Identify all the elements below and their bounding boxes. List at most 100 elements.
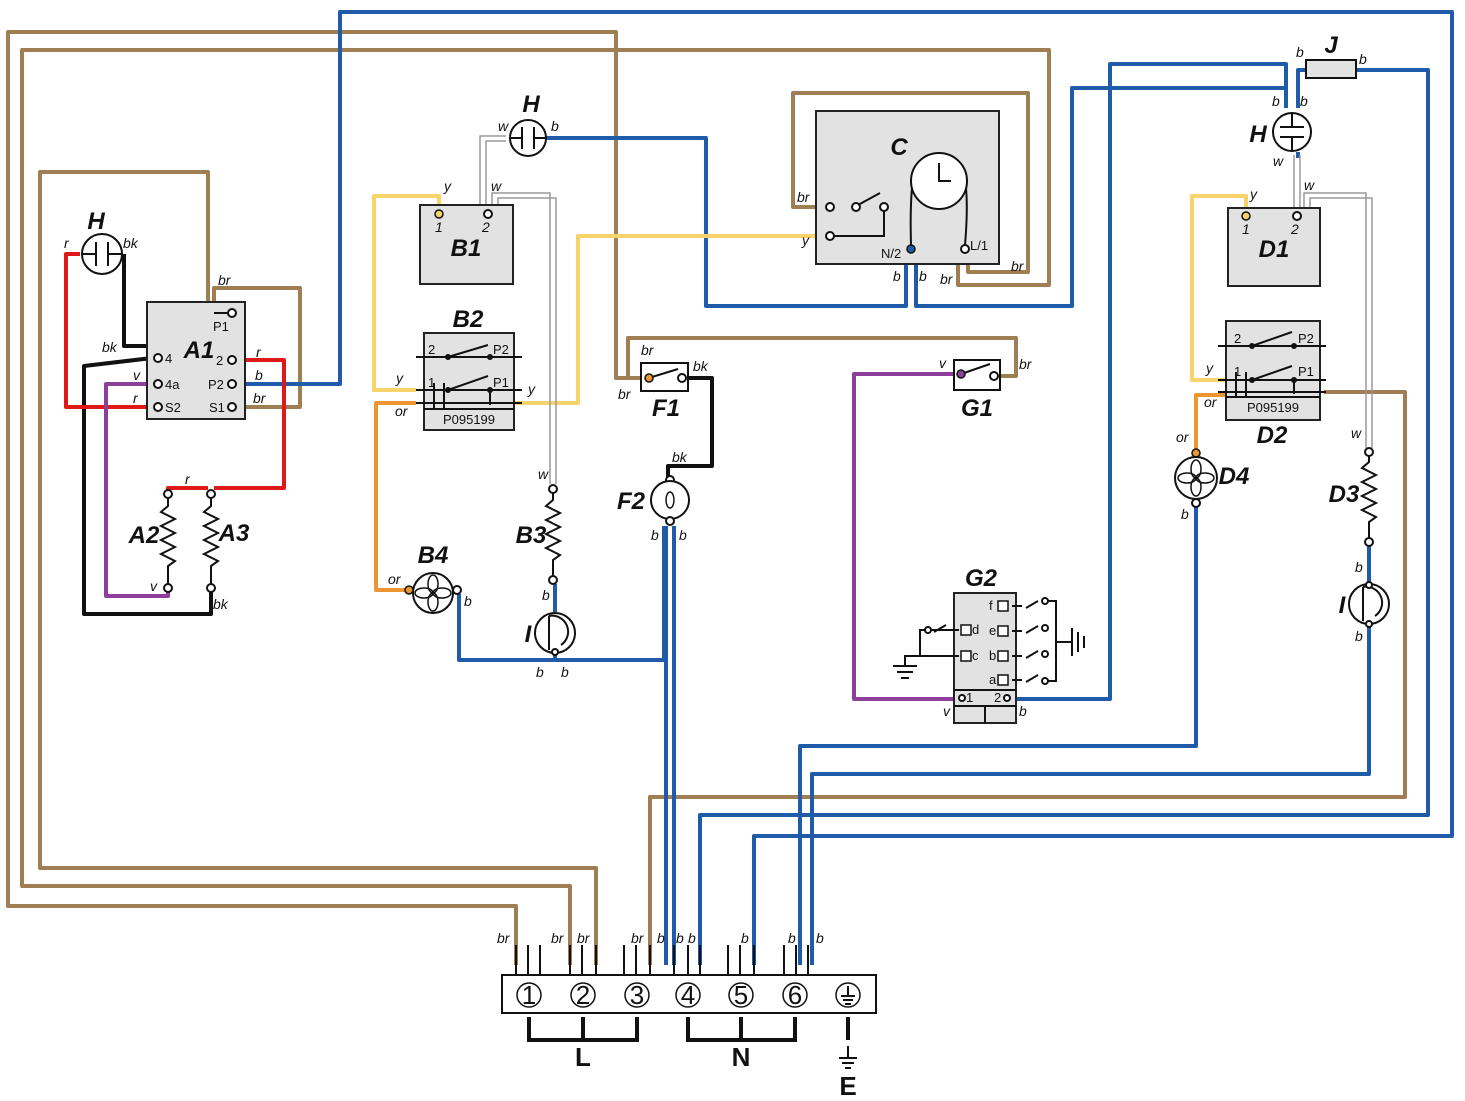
wire-blue — [546, 136, 908, 308]
pin-label: P2 — [208, 377, 224, 392]
pin-label: 1 — [435, 219, 443, 235]
pin-label: 4a — [165, 377, 180, 392]
wire-white — [485, 140, 506, 212]
wire-red — [166, 486, 208, 494]
wire-code: b — [893, 268, 901, 284]
label-g2: G2 — [965, 565, 998, 592]
resistor-a3 — [201, 489, 221, 593]
label-d4: D4 — [1219, 463, 1250, 490]
wire-yellow — [514, 234, 830, 405]
terminal-number: 6 — [788, 980, 802, 1010]
wire-white — [1309, 197, 1373, 448]
component-f2 — [650, 475, 690, 526]
wire-brown — [20, 48, 1051, 965]
label-h-left: H — [87, 208, 105, 235]
pin-label: e — [989, 623, 996, 638]
wire-code: y — [395, 370, 404, 386]
wire-code: r — [133, 390, 139, 406]
wire-blue — [1296, 68, 1306, 108]
pin-label: 4 — [165, 351, 172, 366]
label-b1: B1 — [451, 235, 482, 262]
wire-code: br — [641, 342, 655, 358]
terminal-block — [501, 945, 877, 1069]
wire-white — [491, 192, 551, 484]
wire-code: or — [395, 403, 409, 419]
component-d4-fan — [1174, 448, 1218, 508]
wire-code: b — [1300, 93, 1308, 109]
component-g2 — [893, 592, 1085, 724]
resistor-d3 — [1359, 447, 1379, 547]
wire-code: y — [1249, 186, 1258, 202]
wire-code: v — [943, 703, 951, 719]
wire-code: b — [561, 664, 569, 680]
wire-code: b — [536, 664, 544, 680]
terminal-number: 4 — [681, 980, 695, 1010]
wire-brown — [791, 91, 1030, 274]
wire-white — [479, 135, 506, 212]
label-d3: D3 — [1329, 481, 1360, 508]
pin-label: 1 — [1242, 221, 1250, 237]
terminal-number: 3 — [630, 980, 644, 1010]
wire-blue — [810, 626, 1371, 965]
terminal-number: 5 — [734, 980, 748, 1010]
wire-code: br — [618, 386, 632, 402]
wire-blue — [798, 506, 1198, 965]
wire-code: y — [1205, 360, 1214, 376]
pin-label: 2 — [1290, 221, 1299, 237]
terminal-number: 1 — [522, 980, 536, 1010]
wire-orange — [374, 401, 416, 592]
pin-label: 2 — [216, 353, 223, 368]
wire-code: bk — [672, 449, 688, 465]
pin-label: f — [989, 598, 993, 613]
label-i-right: I — [1339, 592, 1347, 619]
wire-code: v — [150, 578, 158, 594]
pin-label: d — [972, 622, 979, 637]
pin-label: P2 — [493, 342, 509, 357]
wire-code: v — [939, 355, 947, 371]
wire-yellow — [1190, 194, 1248, 382]
wire-code: r — [64, 235, 70, 251]
wire-code: b — [1181, 506, 1189, 522]
resistor-a2 — [158, 489, 178, 593]
wire-black — [82, 356, 213, 616]
label-d2: D2 — [1257, 422, 1288, 449]
component-c-timer — [815, 110, 1000, 265]
label-f1: F1 — [652, 395, 680, 422]
rail-label-e: E — [839, 1071, 856, 1101]
label-a2: A2 — [128, 522, 160, 549]
label-b4: B4 — [418, 542, 449, 569]
wire-code: br — [940, 271, 954, 287]
pin-label: N/2 — [881, 246, 901, 261]
wire-brown — [626, 336, 1018, 380]
wire-red — [214, 358, 286, 490]
label-b3: B3 — [516, 522, 547, 549]
pin-label: c — [972, 648, 979, 663]
label-b2: B2 — [453, 306, 484, 333]
label-i-middle: I — [525, 621, 533, 648]
pin-label: b — [989, 648, 996, 663]
wire-black — [666, 376, 714, 480]
rail-label-l: L — [575, 1042, 591, 1072]
wire-brown — [648, 390, 1407, 965]
label-h-right: H — [1249, 121, 1267, 148]
component-d1 — [1227, 207, 1321, 287]
rail-label-n: N — [732, 1042, 751, 1072]
wire-code: b — [1019, 703, 1027, 719]
wire-code: y — [801, 232, 810, 248]
part-number: P095199 — [443, 412, 495, 427]
wire-violet — [104, 382, 170, 598]
wire-code: b — [255, 367, 263, 383]
wire-code: br — [1011, 258, 1025, 274]
wire-code: b — [1272, 93, 1280, 109]
wire-orange — [1194, 393, 1226, 453]
wire-code: bk — [123, 235, 139, 251]
pin-label: P2 — [1298, 331, 1314, 346]
pin-label: 2 — [481, 219, 490, 235]
capacitor-h-right — [1272, 112, 1312, 152]
wire-code: v — [133, 367, 141, 383]
pin-label: P1 — [213, 319, 229, 334]
terminal-number: 2 — [576, 980, 590, 1010]
label-c: C — [890, 134, 908, 161]
wire-blue — [232, 10, 1454, 965]
